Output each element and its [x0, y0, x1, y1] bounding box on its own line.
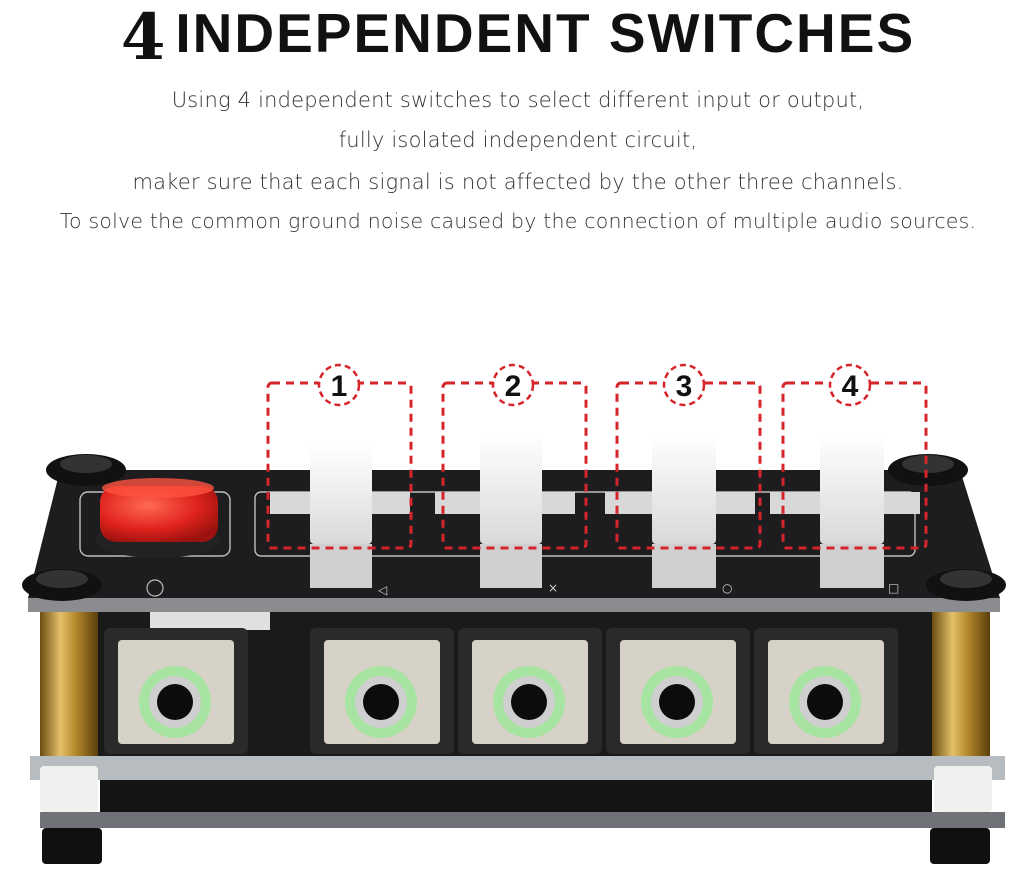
headline-number: 4	[120, 0, 166, 75]
callout-label-1: 1	[331, 370, 348, 403]
audio-jack-5[interactable]	[754, 628, 898, 754]
standoff-left	[40, 612, 98, 762]
audio-jack-4[interactable]	[606, 628, 750, 754]
spacer-right	[934, 766, 992, 812]
description-line-1: Using 4 independent switches to select d…	[171, 88, 865, 112]
acrylic-plate	[30, 756, 1005, 780]
switch-2[interactable]	[480, 434, 542, 588]
switch-3[interactable]	[652, 434, 716, 588]
screw-front-left	[22, 569, 102, 601]
screw-front-right	[926, 569, 1006, 601]
callout-box-4	[781, 381, 928, 550]
red-power-button[interactable]	[96, 478, 220, 558]
standoff-right	[932, 612, 990, 762]
switch-1[interactable]	[310, 446, 372, 588]
callout-label-4: 4	[842, 370, 859, 403]
logo-icon	[146, 579, 164, 597]
headline-title: INDEPENDENT SWITCHES	[175, 2, 916, 64]
callout-box-3	[615, 381, 762, 550]
square-icon: □	[888, 581, 899, 595]
audio-jack-3[interactable]	[458, 628, 602, 754]
audio-jack-1[interactable]	[104, 628, 248, 754]
callout-label-2: 2	[505, 370, 522, 403]
top-panel-edge	[28, 598, 1000, 612]
foot-right	[930, 828, 990, 864]
screw-top-right	[888, 454, 968, 486]
switch-4[interactable]	[820, 434, 884, 588]
triangle-icon: ◁	[377, 583, 387, 597]
screw-top-left	[46, 454, 126, 486]
description-line-4: To solve the common ground noise caused …	[59, 209, 977, 233]
circle-icon: ○	[722, 581, 732, 595]
callout-box-2	[441, 381, 588, 550]
callout-box-1	[266, 381, 413, 550]
foot-left	[42, 828, 102, 864]
callout-label-3: 3	[676, 370, 693, 403]
cross-icon: ×	[548, 581, 558, 595]
description-line-3: maker sure that each signal is not affec…	[132, 170, 904, 194]
audio-jack-2[interactable]	[310, 628, 454, 754]
spacer-left	[40, 766, 98, 812]
description-line-2: fully isolated independent circuit,	[338, 128, 698, 152]
